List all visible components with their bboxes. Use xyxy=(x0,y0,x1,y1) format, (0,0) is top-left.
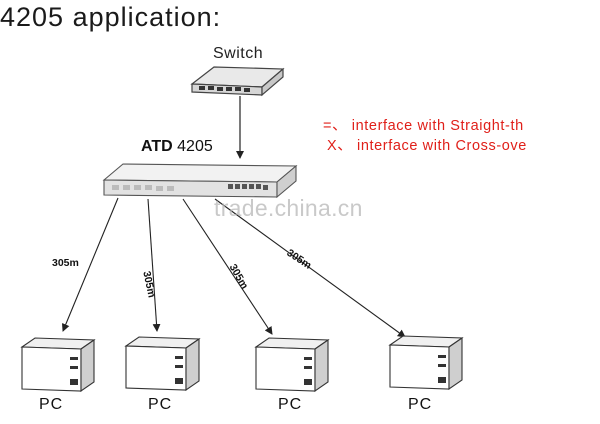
link-line-pc2 xyxy=(147,198,161,332)
pc-4 xyxy=(388,335,464,391)
pc-label-2: PC xyxy=(148,396,173,413)
pc-label-4: PC xyxy=(408,396,433,413)
link-distance-pc1: 305m xyxy=(52,257,79,269)
pc-1 xyxy=(20,337,96,393)
device-label: ATD 4205 xyxy=(141,138,213,156)
legend-straight: =、 interface with Straight-th xyxy=(323,118,524,134)
watermark: trade.china.cn xyxy=(214,195,363,221)
link-line-pc1 xyxy=(61,197,119,332)
link-line-pc4 xyxy=(214,198,406,338)
link-line-pc3 xyxy=(182,198,273,335)
switch-label: Switch xyxy=(213,45,264,62)
pc-label-3: PC xyxy=(278,396,303,413)
diagram-title: 4205 application: xyxy=(0,2,222,32)
pc-3 xyxy=(254,337,330,393)
pc-2 xyxy=(124,336,201,392)
pc-label-1: PC xyxy=(39,396,64,413)
legend-cross: X、 interface with Cross-ove xyxy=(327,138,527,154)
switch-device xyxy=(190,66,285,97)
device-label-brand: ATD xyxy=(141,138,173,155)
device-label-model: 4205 xyxy=(177,138,213,155)
atd-device xyxy=(102,163,298,199)
